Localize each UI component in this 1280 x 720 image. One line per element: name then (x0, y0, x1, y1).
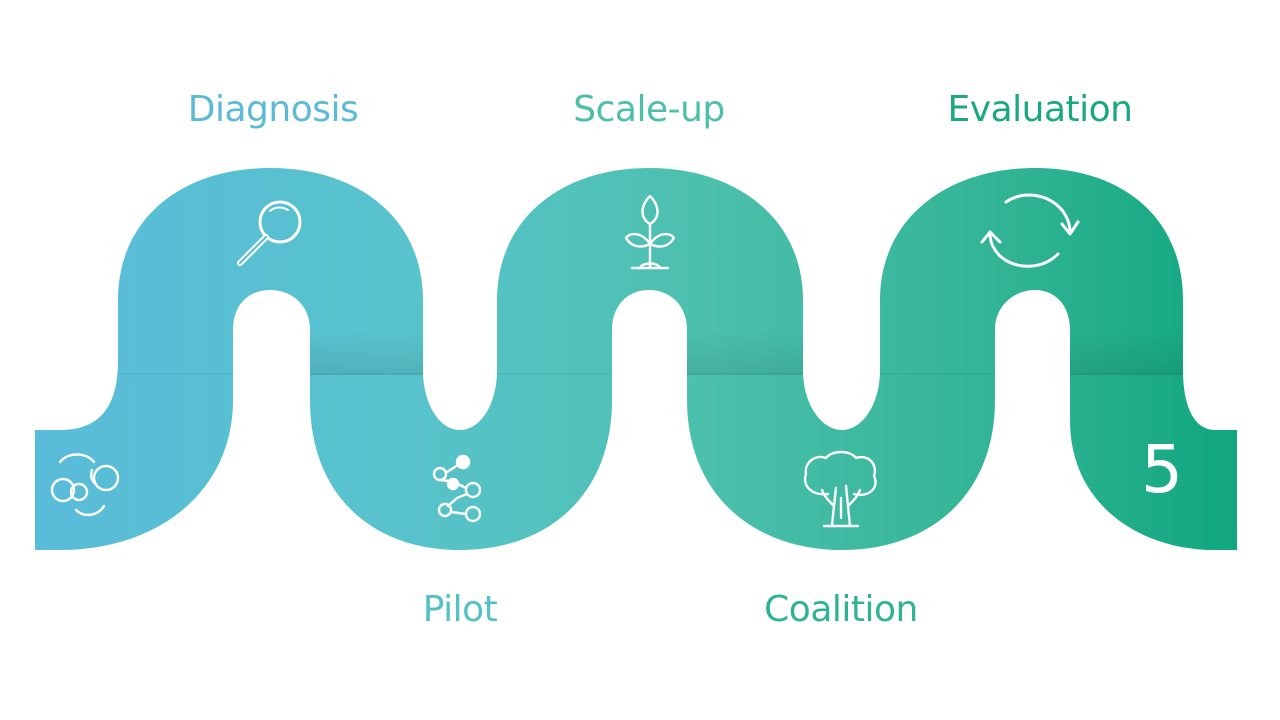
tree-icon (803, 450, 877, 528)
step-number: 5 (1141, 431, 1183, 508)
stage-label-evaluation: Evaluation (947, 89, 1133, 130)
sprout-icon (624, 194, 676, 270)
stage-label-scale-up: Scale-up (573, 89, 725, 130)
refresh-cycle-icon (980, 193, 1080, 268)
molecules-icon (432, 454, 482, 523)
magnifier-icon (237, 200, 302, 266)
stage-label-pilot: Pilot (422, 589, 498, 630)
bubbles-icon (50, 453, 120, 517)
stage-label-coalition: Coalition (764, 589, 918, 630)
stage-label-diagnosis: Diagnosis (187, 89, 359, 130)
